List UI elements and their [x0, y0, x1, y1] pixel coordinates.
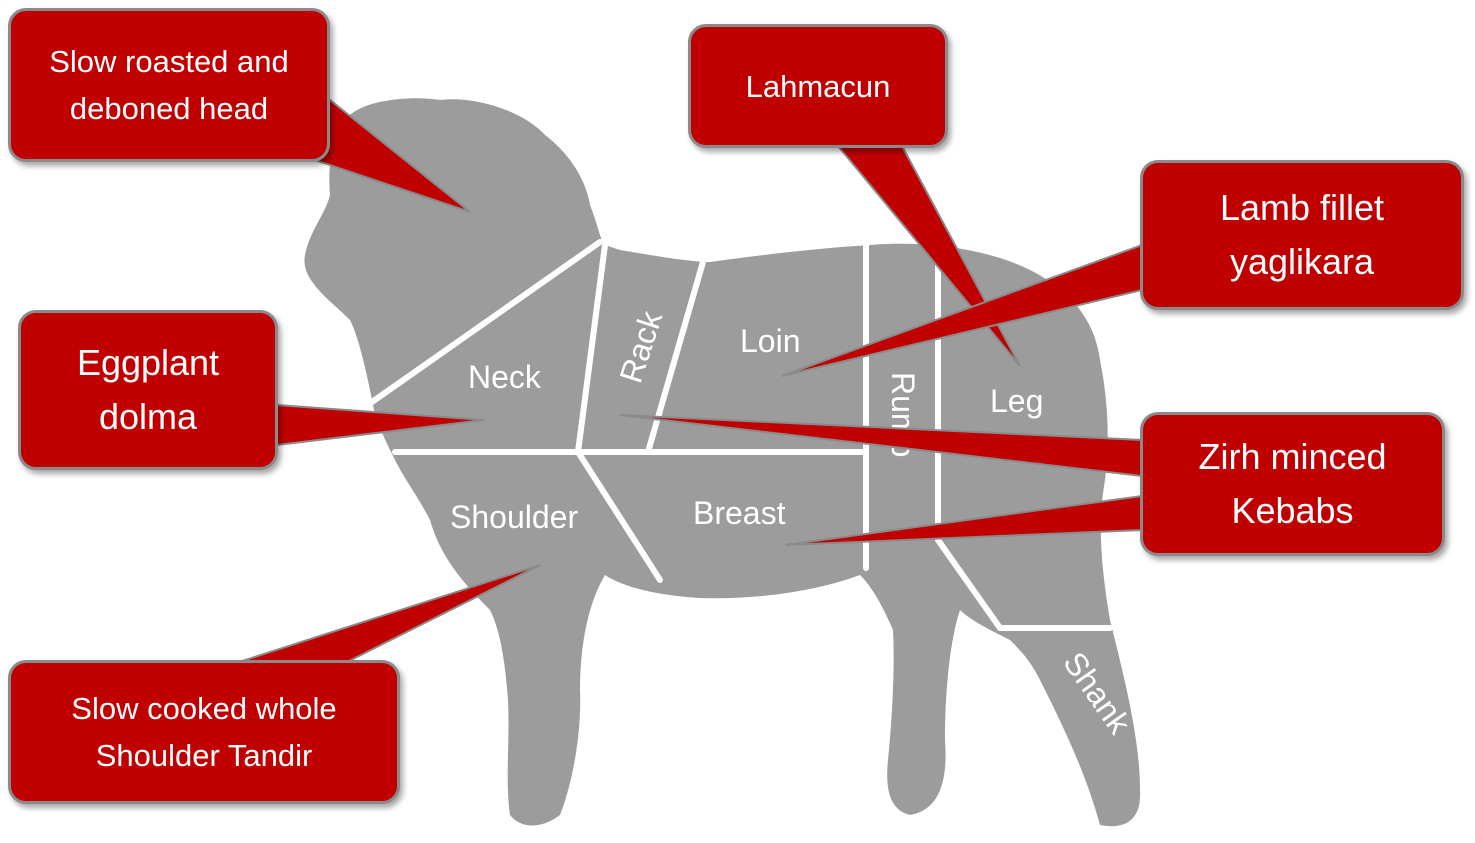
- callout-fillet: Lamb fillet yaglikara: [1140, 160, 1464, 310]
- callout-fillet-line2: yaglikara: [1220, 235, 1384, 289]
- callout-shoulder-tandir: Slow cooked whole Shoulder Tandir: [8, 660, 400, 804]
- cut-label-neck: Neck: [468, 359, 542, 395]
- cut-label-breast: Breast: [693, 495, 786, 531]
- callout-shoulder-tandir-line2: Shoulder Tandir: [71, 732, 336, 779]
- lamb-silhouette: [304, 98, 1140, 826]
- callout-lahmacun: Lahmacun: [688, 24, 948, 148]
- callout-shoulder-tandir-line1: Slow cooked whole: [71, 685, 336, 732]
- callout-head-line2: deboned head: [49, 85, 289, 132]
- callout-kebabs: Zirh minced Kebabs: [1140, 412, 1445, 556]
- callout-kebabs-line1: Zirh minced: [1198, 430, 1386, 484]
- cut-label-loin: Loin: [740, 323, 801, 359]
- callout-head: Slow roasted and deboned head: [8, 8, 330, 162]
- callout-fillet-line1: Lamb fillet: [1220, 181, 1384, 235]
- cut-label-shoulder: Shoulder: [450, 499, 578, 535]
- callout-kebabs-line2: Kebabs: [1198, 484, 1386, 538]
- callout-dolma-line2: dolma: [77, 390, 219, 444]
- callout-lahmacun-line1: Lahmacun: [746, 63, 891, 110]
- callout-head-line1: Slow roasted and: [49, 38, 289, 85]
- callout-dolma-line1: Eggplant: [77, 336, 219, 390]
- callout-dolma: Eggplant dolma: [18, 310, 278, 470]
- cut-label-leg: Leg: [990, 383, 1043, 419]
